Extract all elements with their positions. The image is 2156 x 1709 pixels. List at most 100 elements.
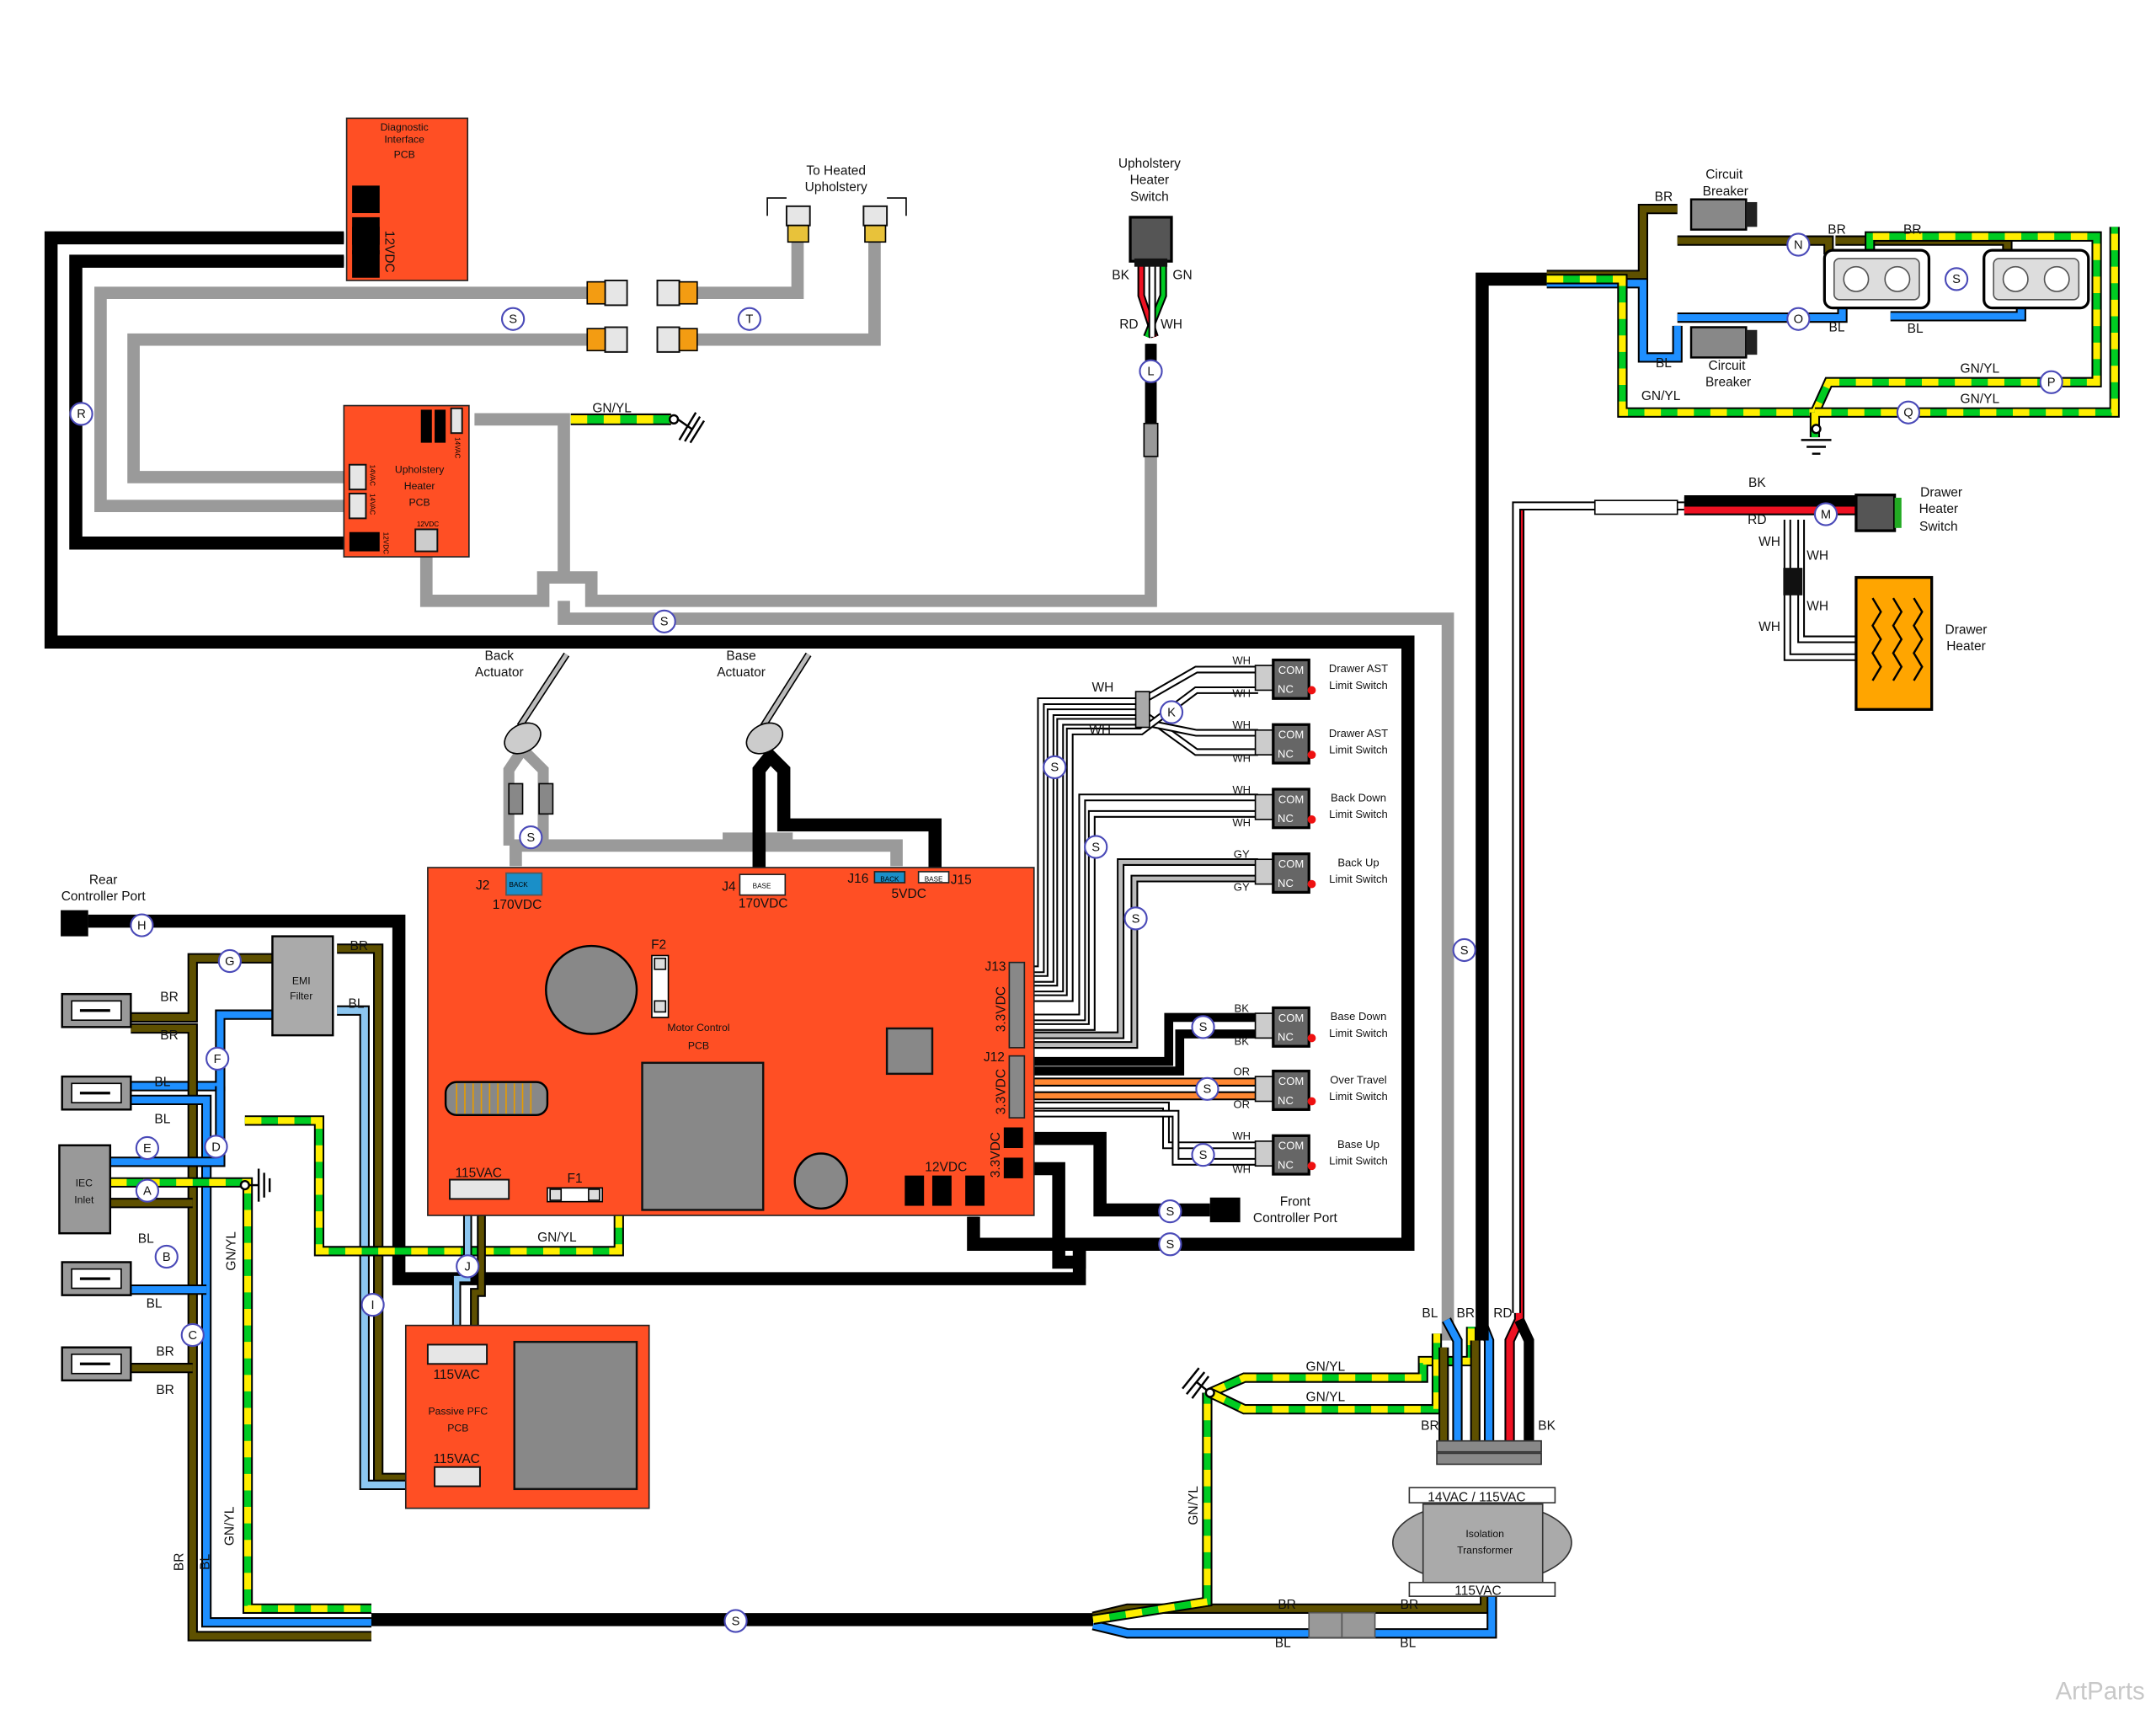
- limit-switch-label: Back Down: [1331, 792, 1386, 804]
- transformer-label: Isolation: [1465, 1528, 1504, 1540]
- diagnostic-pcb-label: PCB: [394, 149, 415, 161]
- j13-wire-6: [1024, 811, 1258, 1029]
- breaker-label: Circuit: [1709, 359, 1747, 373]
- wire-label: BR: [350, 939, 369, 953]
- marker-s: S: [1452, 937, 1476, 963]
- cb-br-in: [1546, 206, 1678, 279]
- wire-outline: [1546, 278, 1683, 363]
- marker-letter: S: [1203, 1083, 1212, 1097]
- front-port-cable: [1017, 1133, 1210, 1215]
- nc-label: NC: [1278, 747, 1294, 760]
- marker-letter: S: [526, 831, 535, 845]
- marker-letter: D: [211, 1140, 221, 1154]
- wire-label: WH: [1232, 783, 1251, 796]
- drawer-heater-switch[interactable]: Drawer Heater Switch BK RD WH WH WH WH: [1593, 476, 1962, 634]
- j13-wire-3: [1024, 719, 1258, 991]
- nc-label: NC: [1278, 812, 1294, 825]
- heated-upholstery-label: To Heated: [806, 163, 866, 178]
- wire-stripe: [1208, 1333, 1441, 1413]
- breaker-label: Breaker: [1703, 184, 1748, 199]
- marker-letter: H: [137, 919, 147, 932]
- voltage-label: 170VDC: [493, 898, 542, 912]
- wire-label: WH: [1161, 318, 1182, 332]
- wire-label: BL: [147, 1296, 163, 1311]
- voltage-label: 115VAC: [433, 1368, 479, 1382]
- wire-label: BR: [1457, 1306, 1476, 1321]
- com-label: COM: [1278, 664, 1304, 676]
- front-controller-port[interactable]: Front Controller Port: [1209, 1195, 1338, 1226]
- marker-a: A: [135, 1178, 160, 1203]
- wire-label: GN/YL: [224, 1231, 238, 1271]
- voltage-label: 5VDC: [892, 887, 926, 901]
- j12-wire-wh2: [1024, 1111, 1258, 1164]
- voltage-label: 115VAC: [1454, 1584, 1501, 1599]
- switch-label: Heater: [1130, 174, 1170, 188]
- wire-label: GN/YL: [1961, 392, 2000, 406]
- marker-i: I: [360, 1292, 385, 1317]
- heated-upholstery-label: Upholstery: [805, 180, 867, 195]
- wire-label: WH: [1232, 1130, 1251, 1142]
- marker-d: D: [204, 1135, 228, 1159]
- wire-label: WH: [1806, 548, 1828, 563]
- wire-label: WH: [1758, 620, 1780, 634]
- wire-label: GN/YL: [223, 1506, 237, 1546]
- marker-s: S: [1191, 1143, 1215, 1167]
- j13-wire-8: [1024, 876, 1258, 1048]
- receptacle: [61, 1261, 132, 1296]
- upholstery-connectors: To Heated Upholstery: [586, 163, 907, 353]
- marker-s: S: [519, 825, 543, 850]
- wire-label: BR: [156, 1344, 174, 1359]
- wire-label: BL: [1829, 320, 1845, 334]
- actuator-label: Back: [485, 649, 515, 664]
- switch-label: Switch: [1130, 190, 1169, 204]
- marker-s: S: [1084, 835, 1108, 859]
- marker-s: S: [1123, 906, 1148, 931]
- drawer-wh2: [1799, 520, 1856, 642]
- connector-tag: BACK: [880, 875, 899, 883]
- com-label: COM: [1278, 1140, 1304, 1152]
- marker-s: S: [652, 609, 676, 633]
- rear-controller-port[interactable]: Rear Controller Port: [61, 873, 146, 937]
- marker-letter: P: [2047, 377, 2056, 390]
- outlet-right: [1983, 248, 2090, 310]
- receptacle: [61, 992, 132, 1028]
- marker-letter: T: [745, 313, 753, 327]
- cb-bl-in: [1546, 280, 1681, 361]
- ground-icon: [1801, 424, 1832, 455]
- wire-label: OR: [1233, 1065, 1250, 1077]
- nc-label: NC: [1278, 1031, 1294, 1044]
- upholstery-heater-switch[interactable]: Upholstery Heater Switch BK GN RD WH: [1112, 157, 1193, 457]
- voltage-label: 115VAC: [433, 1452, 479, 1466]
- nc-label: NC: [1278, 683, 1294, 696]
- marker-letter: S: [1952, 273, 1961, 286]
- front-port-cable-2: [1017, 1163, 1183, 1268]
- bottom-splice: BR BR BL BL: [1275, 1598, 1418, 1651]
- marker-letter: S: [1132, 912, 1140, 926]
- iec-label: Inlet: [74, 1194, 94, 1205]
- marker-letter: S: [1166, 1238, 1174, 1252]
- port-label: Rear: [89, 873, 118, 888]
- nc-label: NC: [1278, 1094, 1294, 1107]
- marker-letter: F: [214, 1053, 221, 1066]
- upholstery-pcb-label: Upholstery: [395, 464, 445, 476]
- marker-p: P: [2039, 370, 2063, 394]
- nc-label: NC: [1278, 877, 1294, 889]
- connector-tag: BASE: [925, 875, 943, 883]
- pcb-pfc-bl: [453, 1201, 471, 1348]
- limit-switch-label: Over Travel: [1330, 1073, 1387, 1086]
- heater-label: Heater: [1946, 639, 1986, 654]
- marker-letter: S: [732, 1615, 740, 1628]
- marker-e: E: [135, 1135, 160, 1161]
- marker-letter: S: [1199, 1021, 1208, 1034]
- wire-label: GN/YL: [537, 1231, 577, 1245]
- wire-label: GN/YL: [1306, 1359, 1346, 1374]
- marker-h: H: [130, 913, 154, 937]
- iec-label: IEC: [76, 1178, 93, 1189]
- wire-outline: [1546, 203, 1678, 280]
- wire-outline: [131, 953, 273, 1023]
- wire-label: GY: [1234, 881, 1250, 894]
